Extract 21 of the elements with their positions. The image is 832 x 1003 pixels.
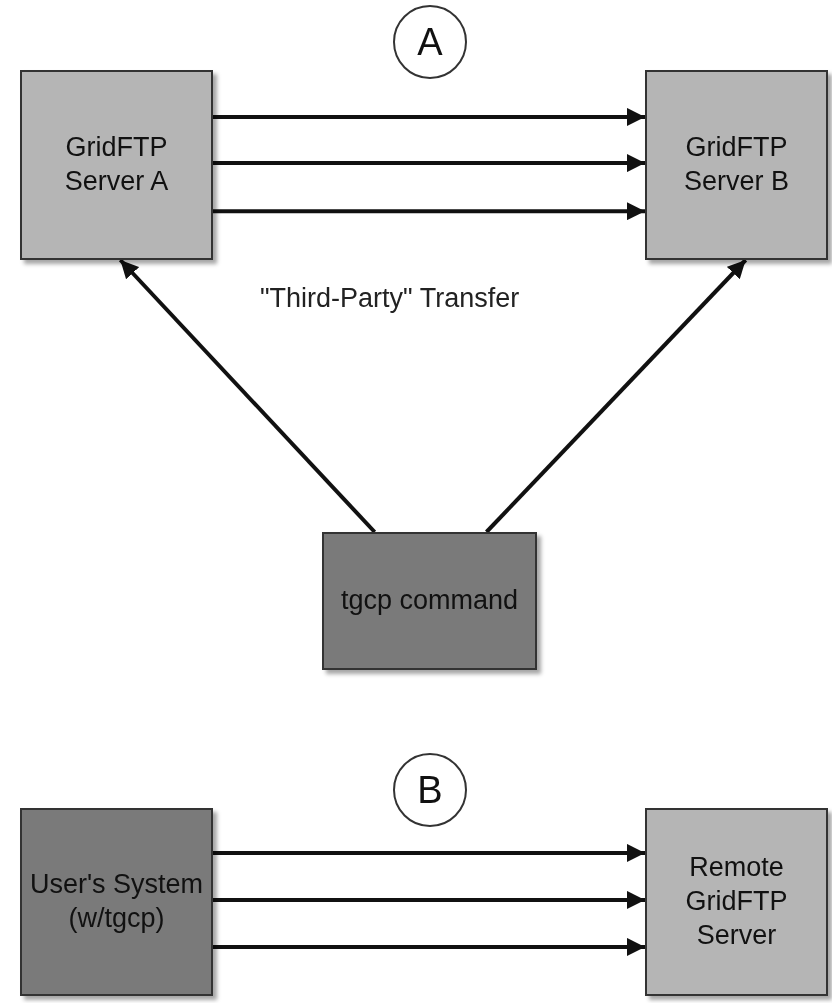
arrow	[118, 258, 377, 534]
client-box	[20, 808, 213, 996]
node-text: tgcp command	[340, 584, 519, 618]
client-box	[322, 532, 537, 670]
node-text: Remote GridFTP Server	[684, 851, 789, 952]
node-text: User's System (w/tgcp)	[28, 868, 205, 935]
node-text: GridFTP Server A	[63, 131, 170, 198]
server-box	[20, 70, 213, 260]
arrow	[485, 258, 748, 534]
node-text: A	[417, 20, 443, 64]
arrow	[213, 107, 645, 126]
arrow	[213, 937, 645, 956]
caption-label: "Third-Party" Transfer	[260, 283, 520, 314]
server-box	[645, 70, 828, 260]
arrow	[213, 890, 645, 909]
arrow	[213, 154, 645, 173]
node-text: GridFTP Server B	[682, 131, 790, 198]
arrow	[213, 202, 645, 221]
node-text: B	[417, 768, 443, 812]
arrow	[213, 843, 645, 862]
server-box	[645, 808, 828, 996]
